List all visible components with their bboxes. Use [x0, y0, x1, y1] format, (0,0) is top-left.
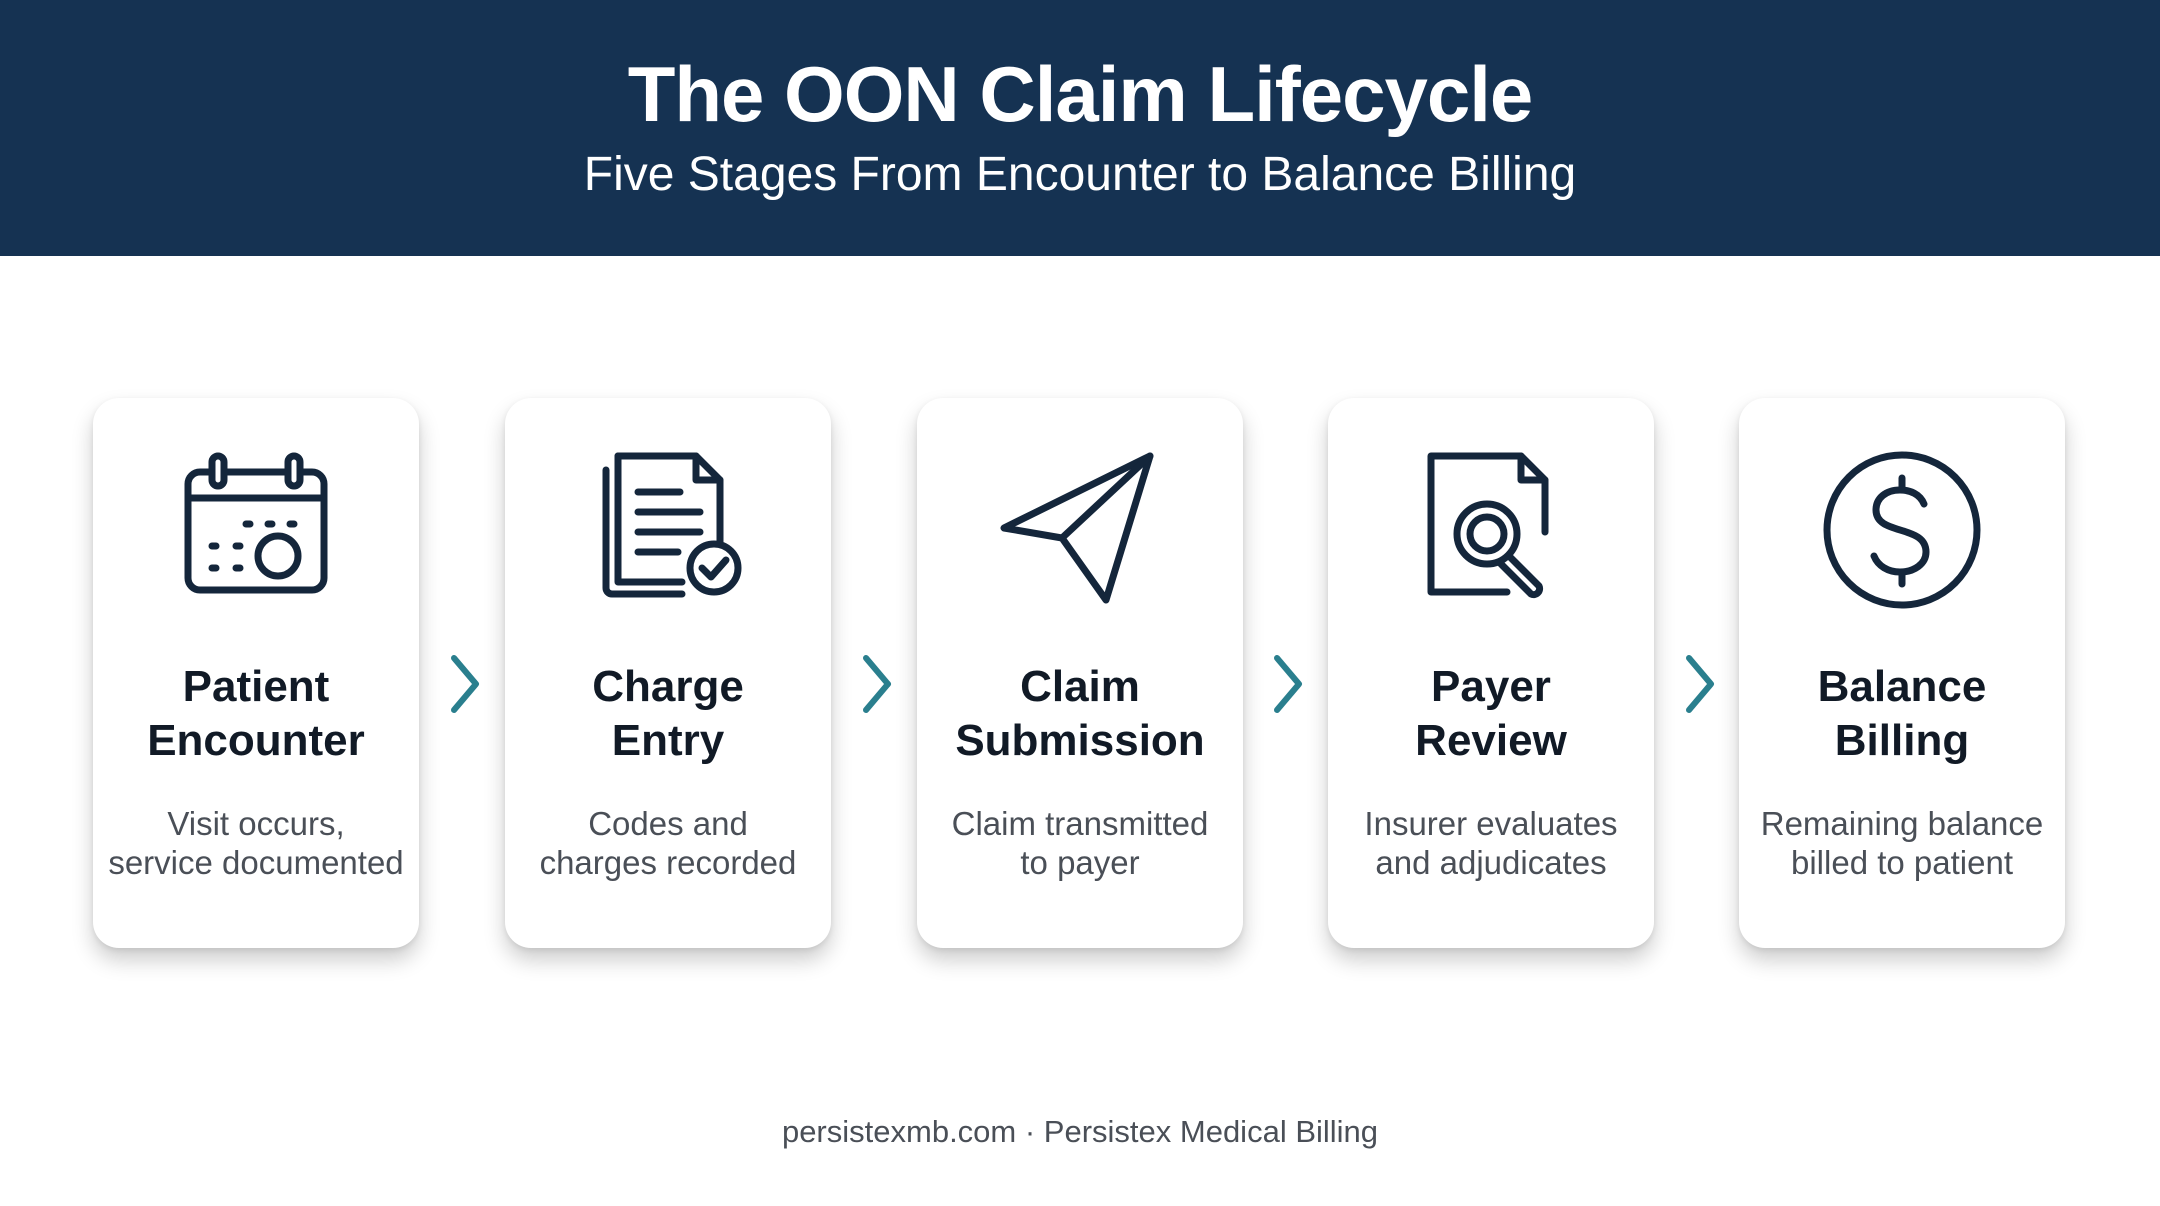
- stage-title-line: Payer: [1431, 662, 1551, 711]
- stage-description: Claim transmitted to payer: [917, 804, 1243, 882]
- calendar-icon: [176, 450, 336, 610]
- stage-title-line: Submission: [955, 716, 1205, 765]
- stage-description: Codes and charges recorded: [505, 804, 831, 882]
- stage-card-balance-billing: Balance Billing Remaining balance billed…: [1739, 398, 2065, 948]
- stage-title-line: Entry: [611, 716, 725, 765]
- document-search-icon: [1411, 450, 1571, 610]
- stage-description: Insurer evaluates and adjudicates: [1328, 804, 1654, 882]
- footer-credit: persistexmb.com · Persistex Medical Bill…: [781, 1114, 1379, 1149]
- dollar-coin-icon: [1822, 450, 1982, 610]
- stage-description-line: Claim transmitted: [951, 805, 1209, 842]
- paper-plane-icon: [1000, 450, 1160, 610]
- stage-title-line: Patient: [182, 662, 330, 711]
- page-title: The OON Claim Lifecycle: [627, 50, 1534, 138]
- stage-title: Payer Review: [1328, 660, 1654, 768]
- stage-description-line: service documented: [108, 844, 404, 881]
- stage-description-line: Insurer evaluates: [1364, 805, 1618, 842]
- stage-description-line: to payer: [1020, 844, 1140, 881]
- stage-card-patient-encounter: Patient Encounter Visit occurs, service …: [93, 398, 419, 948]
- stage-title: Patient Encounter: [93, 660, 419, 768]
- chevron-right-icon: [1679, 652, 1719, 716]
- chevron-right-icon: [444, 652, 484, 716]
- stage-description-line: billed to patient: [1791, 844, 2013, 881]
- stage-description-line: Visit occurs,: [167, 805, 345, 842]
- header-banner: The OON Claim Lifecycle Five Stages From…: [0, 0, 2160, 256]
- stage-title: Charge Entry: [505, 660, 831, 768]
- stage-title-line: Billing: [1834, 716, 1970, 765]
- stage-card-charge-entry: Charge Entry Codes and charges recorded: [505, 398, 831, 948]
- stage-description-line: Codes and: [588, 805, 748, 842]
- stage-title: Balance Billing: [1739, 660, 2065, 768]
- chevron-right-icon: [856, 652, 896, 716]
- stage-title-line: Balance: [1817, 662, 1987, 711]
- chevron-right-icon: [1267, 652, 1307, 716]
- document-check-icon: [588, 450, 748, 610]
- stage-description-line: charges recorded: [539, 844, 797, 881]
- stage-card-claim-submission: Claim Submission Claim transmitted to pa…: [917, 398, 1243, 948]
- stage-title-line: Encounter: [147, 716, 365, 765]
- stage-description: Remaining balance billed to patient: [1739, 804, 2065, 882]
- stage-description-line: and adjudicates: [1375, 844, 1607, 881]
- stage-title: Claim Submission: [917, 660, 1243, 768]
- stage-title-line: Charge: [592, 662, 744, 711]
- stage-description: Visit occurs, service documented: [93, 804, 419, 882]
- stage-description-line: Remaining balance: [1760, 805, 2044, 842]
- stage-title-line: Claim: [1020, 662, 1140, 711]
- page-subtitle: Five Stages From Encounter to Balance Bi…: [583, 148, 1577, 201]
- stage-card-payer-review: Payer Review Insurer evaluates and adjud…: [1328, 398, 1654, 948]
- stage-title-line: Review: [1415, 716, 1567, 765]
